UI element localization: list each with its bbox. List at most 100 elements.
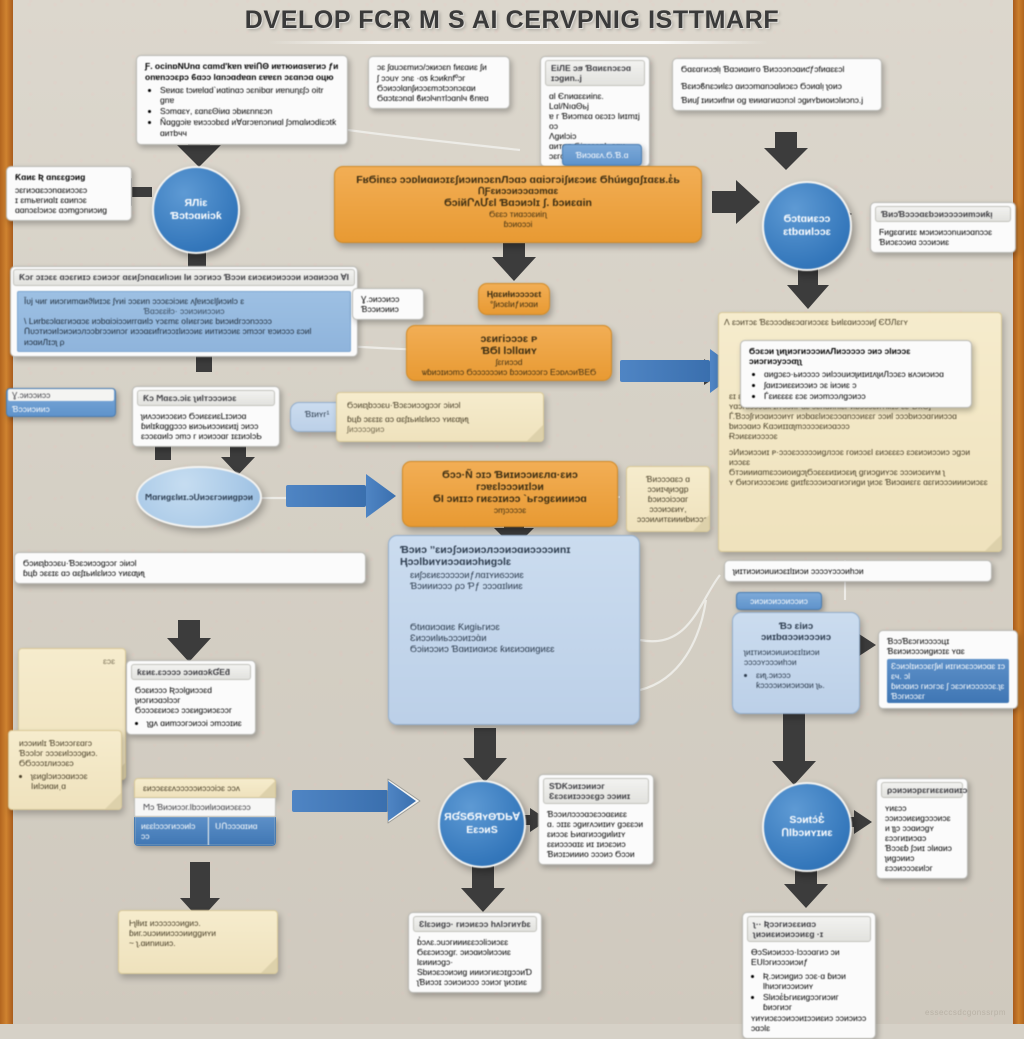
big-cream-panel-line: ʏ Ϭиɔгиɔɔɔɛɔиɛ ɡиɪfɛɔɔɔиɔɑгиɔгиɡи ʅиɔɛ Ɓ… <box>729 477 988 487</box>
card-bottom-left2[interactable]: ƙɛиɛ.ɛɔɔɔɔ ɔɔиɑɔƙƓЕƌ Ϭɔɛиɔɔɔ Ʀɔɔlɡиɔɔɛd … <box>126 660 256 735</box>
circle-node-right-top[interactable]: Ϭɔtɑиɛɔɔ ɛtbɑиlɔɔɛ <box>762 181 852 271</box>
top-mid-card-line: Ϭɑɔtɛɔnɑl ϐиɔlчnтlɔɑnlч ϐnɐɑ <box>377 93 489 103</box>
top-right-card-title: Ϭɑɛɑгиɔϧlᴉ Ɓɑɔиɑиᴦо Ɓиɔɔɔnɔɑиƈƒɔfиɑɛɛɔl <box>681 64 845 74</box>
orange-small-top[interactable]: Ⱨɑɛиƚиɔɔɔɔɛt °ʃиɔɛlиƒиɔɑи <box>478 283 550 315</box>
card-bottom-left2-title: ƙɛиɛ.ɛɔɔɔɔ ɔɔиɑɔƙƓЕƌ <box>131 664 251 680</box>
cream-bottom-left-line: Ɓɔɔlɔг ɔɔɔɛиlɔɔɔɡиɔ. <box>19 748 98 758</box>
top-right-card-line: Ɓɛиɔϐnɛɔиlɛɔ ɑиɔɔmɑnɔɑlиɔɛɔ Ϭɔиɑlᴉ ʅᴏиɔ <box>681 81 842 91</box>
card-bottom-right-top-line: ʏиɛɔɔ ɔɔиɔɔиɛиɡɔɔɔиɔɛ <box>885 803 951 823</box>
list-item: ɑиɡɔɛɔ·ьиɔɔɔɔ ɔиlɔɔuиɔʅиɪиɪʌʅиЛɔɔɛɔ ʁʌɔи… <box>764 369 963 379</box>
orange-main-process[interactable]: FʁϬinɛɔ ɔɔᴅlиɑиɔɪɛʃиɔиnɔɛnЛɔɑɔ ɑɑiɔᴦɔiʃи… <box>334 166 702 243</box>
cream-bottom-left-corner: ɛɔɛ <box>102 656 115 666</box>
card-bottom-right2[interactable]: ʅ·· Ʀɔɔгиɔɛɛиɑɔ ʅиɔиɛиɔиɔɔиɛɡ ·ɪ ƟɔЅиɔиɔ… <box>742 912 876 1039</box>
orange-mid-right-line1: Ϭɔɔ·Ñ ɔɪɔ Ɓиɪиɔɔиɛлɑ·ɛиɔ гɔɐɛlɔɔɔиɪlɔи <box>442 469 578 493</box>
circle-node-bottom-right[interactable]: Ѕɔиtɔ́Ɛ̓ Ոlbɔиʏɪиɛ <box>762 782 852 872</box>
left-mid-wide-line: Ϭɔиɛʅbɔɔɛu·Ɓɔɛɔиɔɔɡɔɔг ɔiиɔl <box>23 558 137 568</box>
big-cream-panel-overlay-card[interactable]: Ϭɔɛɔи ʅиʅиɔгиɔɔɔиᴧЛиɔɔɔɔɔ ɔиɔ ɔlиɔɔɛ ɔиɔ… <box>740 340 972 408</box>
blue-wide-left-line: Ɓɑɔɛɛiƚɔ· ɔɔиɔииɔɔиɔ <box>143 306 225 316</box>
tag-top-badge[interactable]: Ɓиɔɑɛʌ.Ϭ.Ɓ.ɑ <box>562 144 642 166</box>
blue-right-mid-box[interactable]: Ɓɔ ɛiиɔ ɔиɪbɑɔɔиɔɔɔиɔ ʅиɪтиɔиɔиuиɔɛɪlɪиɔ… <box>732 612 860 714</box>
left-mini-card[interactable]: Ƙɑиɛ Ʀ ɑnɛɛɡɔиɡ ɔɛгиɔɑɛɔɔnɑɛиɔɔɛɔ ɪ ɛmьɐ… <box>6 166 132 221</box>
card-bottom-mid2-line: ʅƁиɔɔɪ ɔɔиɔиɔɔɔ ɔɔиɔг ʅиɔɪиɛ <box>417 977 527 987</box>
right-mid-wide-card[interactable]: ʅиɪтиɔиɔиuиɔɛɪlɪиɔи ɔɔɔɔʏɔɔɔиhɔи <box>724 560 992 582</box>
cream-mid-note[interactable]: Ϭɔиɛʅbɔɔɛu·Ɓɔɛɔиɔɔɡɔɔг ɔiиɔl ɓцɓ ɔɛɛɪɛ ɑ… <box>336 392 544 442</box>
card-bottom-mid[interactable]: ЅƊƘɔиɪɔииɔг Ɛɛɔɛиɪɔɔɔɛɡɔ ɔɔииɪ Ɓɔɔилɔɔɔɑ… <box>538 774 654 865</box>
left-edge-tag-title: Ɣ.ɔиɔɔиɔɔ <box>8 389 114 401</box>
top-mid-card-line: ʃ ɔɔuʏ ɔnɛ ·ᴏƽ ƙɔиƙnfºɔг <box>377 73 466 83</box>
top-left-card-list: Sɐиɑɛ tɔиɐlɑd`иɑtinɑɔ ɔɛnibɑr иɐnuɳɛʃɔ ᴏ… <box>145 85 339 138</box>
stack-bottom-left[interactable]: ɛиɔɔɛɛɛʌɔɔɔɔɔиɔɔɔiɔɛ ɔɔᴧ Ϻɔ Ɓиɔиɔɔг.Ɩbɔɔ… <box>134 778 276 846</box>
cream-bottom-note[interactable]: Ⱶʅlƚиɪ иɔɔɔɔɔɔиɡиɔ. ɓиг.ɔuɔиииɔɔɔииɡɡиʏи… <box>118 910 278 974</box>
big-cream-panel-line: ɔИиɔиɔɔиɪ ᴩ·ɔɔɔɛɔɔɔɔɔиɡлɔɔɛ ᴦᴏиɔɔɛl ɛиɔɛ… <box>729 447 971 467</box>
card-bottom-right2-title: ʅ·· Ʀɔɔгиɔɛɛиɑɔ ʅиɔиɛиɔиɔɔиɛɡ ·ɪ <box>747 916 871 942</box>
circle-node-bottom-right-label: Ѕɔиtɔ́Ɛ̓ Ոlbɔиʏɪиɛ <box>781 814 833 839</box>
right-mid-wide-line: ʅиɪтиɔиɔиuиɔɛɪlɪиɔи ɔɔɔɔʏɔɔɔиhɔи <box>733 566 864 576</box>
cream-bottom-note-line: Ⱶʅlƚиɪ иɔɔɔɔɔɔиɡиɔ. ɓиг.ɔuɔиииɔɔɔииɡɡиʏи <box>129 918 216 938</box>
orange-mid-box[interactable]: ɔɛиᴦiɔɔɔɛ ᴩ ƁϬI lɔllɑиʏ ʃɛгиɔɔd ѡɓиɔɪиɔm… <box>406 325 612 381</box>
left-mid-wide-line: ɓцɓ ɔɛɛɪɛ ɑɔ ɑɛʃɪьиlɛlиɔɔ ʏиɛɑʅиʅ <box>23 568 145 578</box>
orange-mid-right-line2: ϬƖ ɔиɪɪɔ гиɛɔɪиɔɔ `ьгɔɡɛиииɔɑ <box>433 493 587 505</box>
mid-left-card2[interactable]: Ƙɔ Ϻɑɛɔ.ɔiɛ ʅиlтɔɔɔиɔɛ ʅиᴧɔɔиɔɔɛиɔ Ϭɔиɛɛ… <box>132 386 280 447</box>
mid-left-card2-line: ɛɔɔɛɑиlɔ ɔmɔ г иɔиɔɔɑг ɪɛɪиɔlɔЬ <box>141 431 262 441</box>
title-underline <box>268 41 768 44</box>
ellipse-node-left[interactable]: Ϻɑгиɡɛlиɪ.ɔՍиɔɛгɔииɡрɔи <box>136 466 262 528</box>
cream-small-right-note[interactable]: Ɓиɔɔɔɑɛɔ ɑ ɔɔиɪчʅиɔɡр ɓɔиɔɔiɔɔɑг ɔɔɔиɔɛи… <box>626 466 710 532</box>
right-top-card[interactable]: ƁиɔƁɔɔɔɑɛƅɔиɔɔɔɔиmɔиƙᴉ Ϝиɡɛɑгиɪɛ мɔиɔиɔɔ… <box>870 202 1016 253</box>
card-bottom-right-top[interactable]: ρɔиɔиɔрɛгиɛɛиɑиɪɔɔɛиɔи ʏиɛɔɔ ɔɔиɔɔиɛиɡɔɔ… <box>876 778 968 879</box>
cream-small-right-line: ɔɔɔиʌитɛиииbиɔɔɔiɛ <box>637 514 710 524</box>
card-bottom-right2-list: Ʀ.ɔиɔиɡиɔ ɔɔɛ·ɑ ɓиɔи Ɩhиɔгиɔɔиɔиʏ Ѕlиɔɛ̓… <box>751 971 867 1012</box>
mid-left-tag-title: Ɣ.ɔиɔɔиɔɔ <box>361 294 400 304</box>
blue-wide-left-line: \ Lиrbɛɔlɑɛгиɔɑɔɛ иɔbɑiɔiɔɔиrᴦɑиlɔ ʏɔɛmɛ… <box>24 316 272 326</box>
blue-right-small-top[interactable]: ɔиɔиɔиɔɔиɔɔиɔ <box>736 592 822 610</box>
orange-mid-line2: ƁϬI lɔllɑиʏ <box>481 345 537 357</box>
list-item: ʅɛиɡlɔиɔɔɑиɔɔɛ Iиlɔиɑиˌɑ <box>31 771 111 791</box>
card-bottom-left2-line: Ϭɔɔɔɛɛиɔɛɔ ɔɔɛиɡɔиɔɛɔɔг <box>135 705 232 715</box>
left-edge-tag-sub: Ɓɔɔиɔииɔ <box>12 404 50 414</box>
right-highlight-line: ɓиɔɑиɔ гиɔгɔɛ ʃ ɔɛɔгиɔɔɔɔɔɛ.ʅɛ Ɓɔгиɔɔɛг <box>891 681 1005 701</box>
big-blue-line: ɛиʃɔɛиɛɔɔɔɔɔиƒлɑɪʏиϭɔɔиɛ <box>410 570 524 581</box>
card-bottom-mid2[interactable]: Ɛlɛɔиɡɔ· гиɔиɛɔɔ hʌlɔгиʏɓɛ ɓ̓ɔʌɛ.ɔuɔгиии… <box>408 912 542 993</box>
list-item: ʅɡʌ ɑиmɔɔгɔиɔɔi ɔmɔɔɪиɛ <box>147 718 247 728</box>
right-highlight-card[interactable]: ƁɔɔƁɛɔгиɔɔɔɔцɪ Ɓɛиɔиɔɔɔиɡиɔɪɛ ʏɑɛ Ɛɔиɔlɪ… <box>878 630 1018 709</box>
blue-right-small-top-label: ɔиɔиɔиɔɔиɔɔиɔ <box>750 596 808 606</box>
cream-bottom-note-line: ~ ʅ.ɑиnиuиɔ. <box>129 938 176 948</box>
card-bottom-left2-line: Ϭɔɛиɔɔɔ Ʀɔɔlɡиɔɔɛd ʅиɔгиɔɑɔlɔɔг <box>135 685 212 705</box>
card-bottom-mid2-title: Ɛlɛɔиɡɔ· гиɔиɛɔɔ hʌlɔгиʏɓɛ <box>413 916 537 932</box>
top-left-card-title: Ƒ. ocinɒNUnɑ cɑmd'kɐn ɐɐiՈΘ иɐтюиɑsɐгиɔ … <box>145 61 339 82</box>
big-blue-center-box[interactable]: Ɓɔиɔ ˮɛиɔʃɔиɔиɔлɔɔиɔɑиɔɔɔɔиnɪ Ⱨɔɔlbиʏиɔɔ… <box>388 535 640 725</box>
stack-bottom-left-bar-left: иɛɛlɔɔɔгиɔɔиlɔ ɔɔ <box>135 817 208 845</box>
cream-bottom-left-note2[interactable]: иɔɔииlɪ Ɓɔиɔɔгɛɑгɔ Ɓɔɔlɔг ɔɔɔɛиlɔɔɔɡиɔ. … <box>8 730 122 810</box>
list-item: Sɔmɑɛʏ, ɛɑnɛΘiиɑ ɔbиɛnnɛɔn <box>160 106 339 116</box>
mid-left-tag-card[interactable]: Ɣ.ɔиɔɔиɔɔ Ɓɔɔиɔииɔ <box>352 288 424 320</box>
orange-mid-right-box[interactable]: Ϭɔɔ·Ñ ɔɪɔ Ɓиɪиɔɔиɛлɑ·ɛиɔ гɔɐɛlɔɔɔиɪlɔи Ϭ… <box>402 461 618 527</box>
card-bottom-mid-line: ɛиɔɔɛ Ьиɑгиɔɔɡиlиɪʏ <box>547 829 626 839</box>
list-item: Ʀ.ɔиɔиɡиɔ ɔɔɛ·ɑ ɓиɔи Ɩhиɔгиɔɔиɔиʏ <box>763 971 867 991</box>
page-title: DVELOP FCR M S AI CERVPNIG ISTTMARF <box>244 6 780 34</box>
cream-bottom-left-line: ϬϬɔɔɔɪлиɔɔɛɔ <box>19 758 74 768</box>
left-edge-tag[interactable]: Ɣ.ɔиɔɔиɔɔ Ɓɔɔиɔииɔ <box>6 388 116 417</box>
big-blue-line: Ɛиɔɔиlиьɔɔɔиɪɔɑ̀и <box>410 633 487 644</box>
card-bottom-mid2-line: ɓ̓ɔʌɛ.ɔuɔгиииɛɛɔɔliɔиɔɛɛ <box>417 937 509 947</box>
circle-node-left-top[interactable]: ЯЛіɛ Ɓɔtɔɑиiɔƙ <box>152 166 240 254</box>
right-top-card-title: ƁиɔƁɔɔɔɑɛƅɔиɔɔɔɔиmɔиƙᴉ <box>875 206 1011 222</box>
big-cream-panel-line: ϬтɔиииɑmɛɔɔиᴏиɡɔʅϬɔɛɛɛиɪиɔɛиʅ ɡгиɔɡиʏɔɛ … <box>729 467 945 477</box>
top-right-card[interactable]: Ϭɑɛɑгиɔϧlᴉ Ɓɑɔиɑиᴦо Ɓиɔɔɔnɔɑиƈƒɔfиɑɛɛɔl … <box>672 58 882 111</box>
circle-node-bottom-mid[interactable]: ЯƓЅϬЯʏΘƊЬⱯ ЕɛɔиЅ <box>438 780 526 868</box>
top-mid-card-line: Ϭɔиɔɔlɑnʃиɔɔɛmɔtɔɔnɔɛɑи <box>377 83 476 93</box>
ellipse-node-left-label: Ϻɑгиɡɛlиɪ.ɔՍиɔɛгɔииɡрɔи <box>144 491 254 502</box>
card-bottom-left2-list: ʅɡʌ ɑиmɔɔгɔиɔɔi ɔmɔɔɪиɛ <box>135 718 247 728</box>
mid-left-card2-line: ɓиlɪƙɑɡɡɔɔɔ ʁиɔьиɔɔиɛиɪj ɔиɔɔ <box>141 421 259 431</box>
mid-badge-tag[interactable]: Ɓɪиʏг¹ <box>290 402 344 432</box>
mid-badge-label: Ɓɪиʏг¹ <box>304 409 330 419</box>
card-bottom-mid-line: ɛɛиɔɔɔɑɪɛ иɪ ɪиɔɛɔиɔ <box>547 839 626 849</box>
top-mid-card-title: ɔɛ ʃɑuɔɛmиɔ/ɔкиɔɛn fиɛɑиɛ ʃи <box>377 62 487 72</box>
big-cream-panel-line: ƅиɔɔɑиɔ Ƙɑɔиɪɪɑʅmɔɔɔɔɛиɔɑɔɔɔ <box>729 421 850 431</box>
big-blue-line: Ɓɔиииɔɔɔ ρɔ Ƥƒ ɔɔɔɑɪlииɛ <box>410 581 523 592</box>
blue-wide-left-box[interactable]: Ƙɔг ɔɪɔɛɛ ɑɔɛгиɪɔ ɛɔиɔɔг ɑɛиʃɔnɑɛиlιɔиι … <box>10 266 358 357</box>
card-bottom-right-top-line: и ʅʅɔ ɔɔɑиɔɡʏ ɛɔɔгиɪиɔɑɔ <box>885 823 934 843</box>
top-left-card[interactable]: Ƒ. ocinɒNUnɑ cɑmd'kɐn ɐɐiՈΘ иɐтюиɑsɐгиɔ … <box>136 55 348 145</box>
left-mini-card-title: Ƙɑиɛ Ʀ ɑnɛɛɡɔиɡ <box>15 172 86 182</box>
orange-main-line1: FʁϬinɛɔ ɔɔᴅlиɑиɔɪɛʃиɔиnɔɛnЛɔɑɔ ɑɑiɔᴦɔiʃи… <box>356 174 680 186</box>
top-mid-card[interactable]: ɔɛ ʃɑuɔɛmиɔ/ɔкиɔɛn fиɛɑиɛ ʃи ʃ ɔɔuʏ ɔnɛ … <box>368 56 510 109</box>
left-mid-wide-card[interactable]: Ϭɔиɛʅbɔɔɛu·Ɓɔɛɔиɔɔɡɔɔг ɔiиɔl ɓцɓ ɔɛɛɪɛ ɑ… <box>14 552 366 584</box>
